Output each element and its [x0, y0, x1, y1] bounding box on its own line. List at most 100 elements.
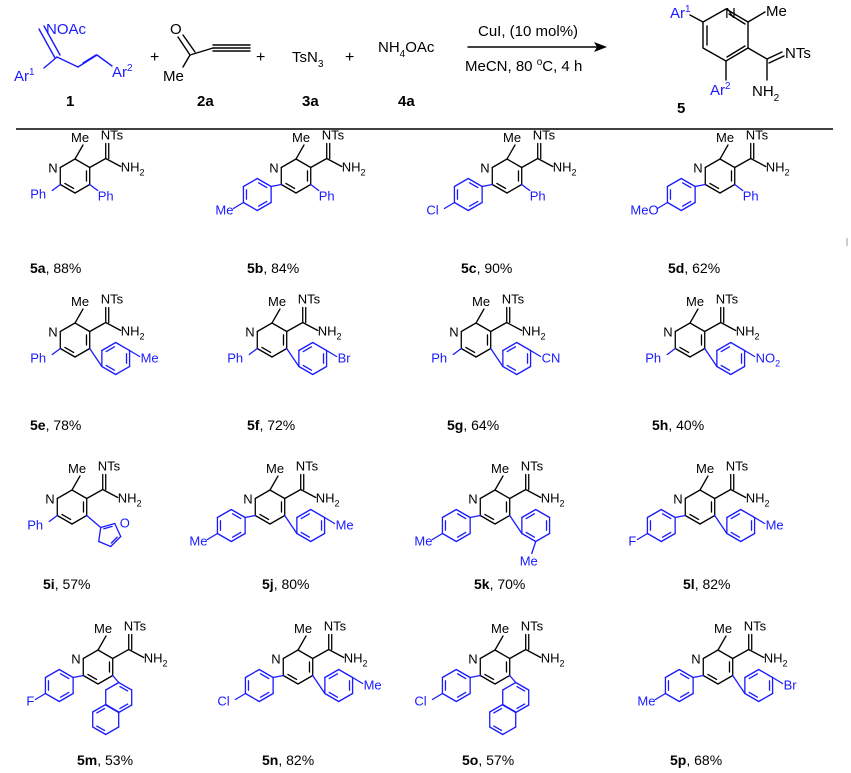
compound-label-5c: 5c, 90%	[461, 260, 512, 276]
reagent-2-butynone: O Me 2a	[163, 21, 251, 110]
nh2-label: NH2	[344, 651, 368, 669]
ar2-substituent: Me	[141, 351, 159, 366]
ar1-substituent: Cl	[217, 694, 229, 709]
compound-label-5p: 5p, 68%	[670, 752, 722, 768]
ar1-label: Ph	[30, 187, 46, 202]
pyridine-n: N	[673, 492, 682, 507]
reagent-1-oxime-acetate: NOAc Ar1 Ar2 1	[14, 21, 133, 110]
conditions-solvent-temp: MeCN, 80	[465, 58, 537, 75]
reagent-4-formula: NH	[378, 39, 400, 56]
ar1-substituent: MeO	[630, 203, 658, 218]
compound-label-5f: 5f, 72%	[247, 417, 295, 433]
pyridine-n: N	[71, 652, 80, 667]
product-nh2: NH	[752, 83, 774, 100]
ar2-substituent: Br	[784, 678, 798, 693]
ar1-label: Ph	[645, 351, 661, 366]
compound-label-5l: 5l, 82%	[683, 576, 731, 592]
nh2-label: NH2	[541, 651, 565, 669]
compound-label-5n: 5n, 82%	[262, 752, 314, 768]
svg-text:NH4OAc: NH4OAc	[378, 39, 435, 60]
pyridine-n: N	[468, 492, 477, 507]
svg-text:NH2: NH2	[752, 83, 780, 104]
nts-label: NTs	[124, 619, 147, 634]
ar2-substituent: Me	[336, 518, 354, 533]
ar1-label: Ph	[27, 518, 43, 533]
svg-text:Ar2: Ar2	[710, 81, 731, 99]
reaction-arrow: CuI, (10 mol%) MeCN, 80 oC, 4 h	[465, 23, 607, 75]
methyl-label: Me	[686, 294, 704, 309]
reagent-3-formula: TsN	[292, 49, 318, 66]
compound-label-5g: 5g, 64%	[447, 417, 499, 433]
methyl-label: Me	[71, 130, 89, 145]
ar2-label: Ph	[530, 189, 546, 204]
compound-label-5j: 5j, 80%	[262, 576, 310, 592]
methyl-label: Me	[696, 461, 714, 476]
reagent-1-ar1: Ar	[14, 68, 29, 85]
nh2-label: NH2	[118, 491, 142, 509]
ar1-substituent: F	[26, 694, 34, 709]
svg-text:TsN3: TsN3	[292, 49, 324, 70]
nts-label: NTs	[324, 619, 347, 634]
conditions-catalyst: CuI, (10 mol%)	[478, 23, 578, 40]
nh2-label: NH2	[318, 324, 342, 342]
nts-label: NTs	[521, 459, 544, 474]
nh2-label: NH2	[522, 324, 546, 342]
methyl-label: Me	[94, 621, 112, 636]
nh2-label: NH2	[121, 160, 145, 178]
ar1-substituent: Cl	[414, 694, 426, 709]
nts-label: NTs	[98, 459, 121, 474]
ar2-substituent: Me	[364, 678, 382, 693]
methyl-label: Me	[503, 130, 521, 145]
svg-text:Ar1: Ar1	[14, 67, 35, 85]
compound-label-5m: 5m, 53%	[77, 752, 133, 768]
reagent-1-ar2: Ar	[112, 64, 127, 81]
ar2-substituent: Br	[338, 351, 352, 366]
product-nts: NTs	[785, 45, 811, 62]
nh2-label: NH2	[541, 491, 565, 509]
nts-label: NTs	[521, 619, 544, 634]
pyridine-n: N	[45, 492, 54, 507]
nh2-label: NH2	[121, 324, 145, 342]
reagent-2-me: Me	[163, 68, 184, 85]
ar1-substituent: Cl	[426, 203, 438, 218]
ar1-label: Ph	[431, 351, 447, 366]
methyl-label: Me	[71, 294, 89, 309]
pyridine-n: N	[691, 652, 700, 667]
furan-o: O	[120, 516, 130, 531]
pyridine-n: N	[243, 492, 252, 507]
ar1-substituent: Me	[637, 694, 655, 709]
methyl-label: Me	[268, 294, 286, 309]
nts-label: NTs	[101, 128, 124, 143]
nh2-label: NH2	[764, 651, 788, 669]
methyl-label: Me	[266, 461, 284, 476]
pyridine-n: N	[663, 325, 672, 340]
nts-label: NTs	[726, 459, 749, 474]
ar2-substituent: Me	[766, 518, 784, 533]
reagent-1-noac-label: NOAc	[46, 21, 87, 38]
reagent-2-label: 2a	[197, 93, 214, 110]
reaction-equation: NOAc Ar1 Ar2 1 + O Me 2a +	[14, 3, 811, 117]
nts-label: NTs	[746, 128, 769, 143]
compound-label-5k: 5k, 70%	[474, 576, 525, 592]
nts-label: NTs	[502, 292, 525, 307]
nts-label: NTs	[744, 619, 767, 634]
ar2-substituent: CN	[542, 351, 561, 366]
ar2-label: Ph	[743, 189, 759, 204]
compound-label-5a: 5a, 88%	[30, 260, 81, 276]
reagent-1-label: 1	[66, 93, 74, 110]
nts-label: NTs	[533, 128, 556, 143]
ar1-substituent: Me	[215, 203, 233, 218]
ar2-substituent: Me	[520, 554, 538, 569]
methyl-label: Me	[68, 461, 86, 476]
ar1-substituent: Me	[414, 534, 432, 549]
